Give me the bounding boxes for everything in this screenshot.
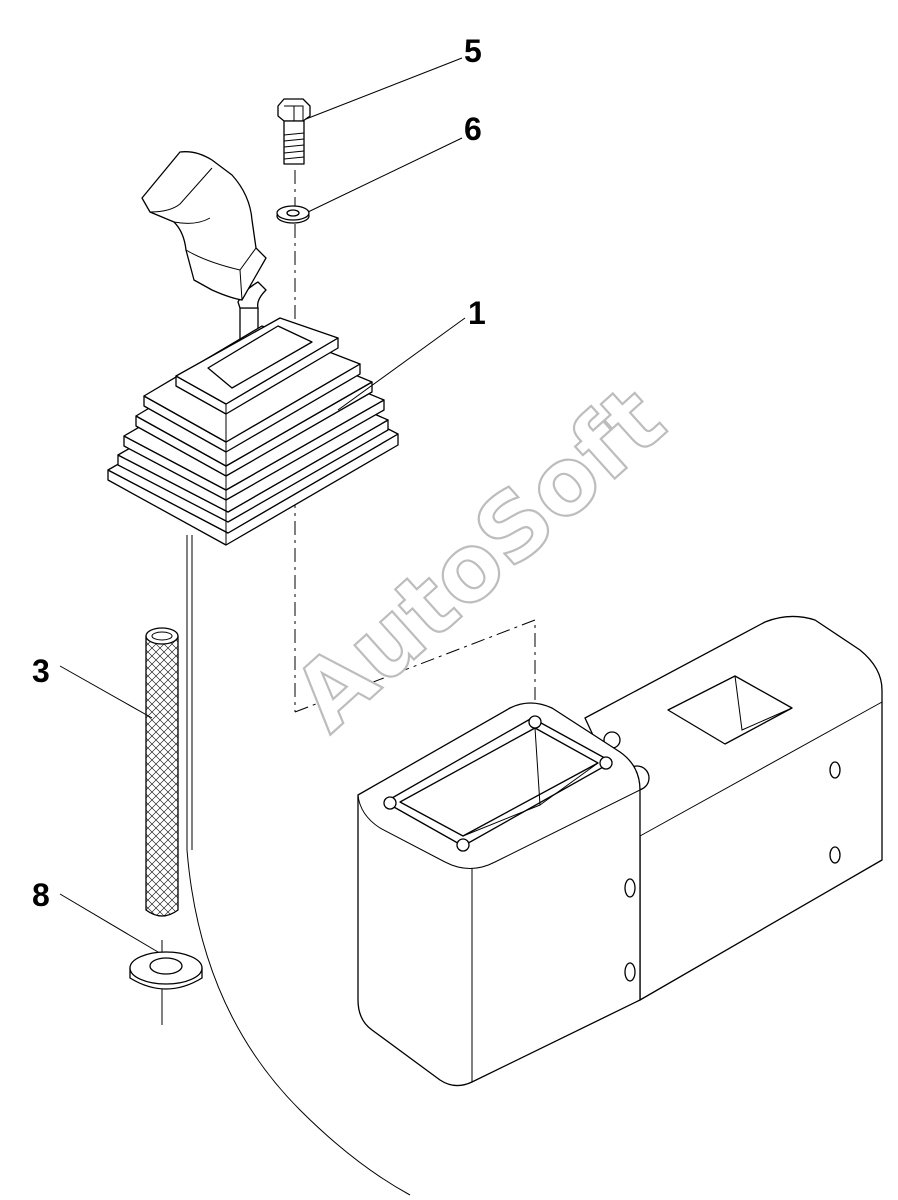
washer <box>276 205 310 224</box>
placement-outline <box>294 619 536 713</box>
console-housing <box>357 615 883 1087</box>
bolt <box>277 98 311 165</box>
gear-lever <box>141 151 267 359</box>
callout-1: 1 <box>468 295 486 331</box>
gear-lever-boot <box>107 317 399 546</box>
callout-8: 8 <box>32 877 50 913</box>
leader-6 <box>307 137 463 213</box>
leader-3 <box>59 665 153 719</box>
grommet <box>129 940 203 1025</box>
callout-6: 6 <box>464 111 482 147</box>
leader-5 <box>305 57 463 120</box>
leader-8 <box>59 893 159 953</box>
braided-hose <box>145 627 179 917</box>
callout-5: 5 <box>464 33 482 69</box>
cable-line <box>186 535 411 1196</box>
leader-1 <box>337 317 466 411</box>
callout-3: 3 <box>32 653 50 689</box>
